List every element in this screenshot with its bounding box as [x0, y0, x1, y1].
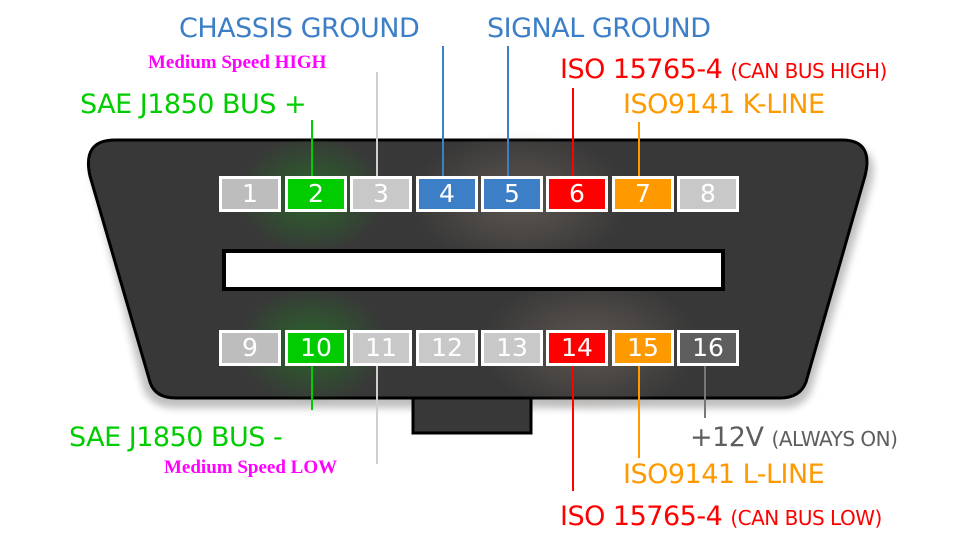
pin-1: 1 [219, 176, 281, 212]
label-sae-j1850-bus-minus: SAE J1850 BUS - [69, 422, 283, 453]
label-iso15765-low-main: ISO 15765-4 [560, 501, 723, 532]
line-pin-4 [442, 46, 444, 176]
pin-3: 3 [350, 176, 412, 212]
line-pin-15 [638, 366, 640, 458]
pin-8: 8 [677, 176, 739, 212]
line-pin-14 [572, 366, 574, 491]
line-pin-3 [376, 72, 378, 176]
line-pin-5 [507, 46, 509, 176]
label-plus12v-sub: (ALWAYS ON) [771, 427, 898, 451]
pin-14: 14 [546, 330, 608, 366]
line-pin-2 [311, 120, 313, 176]
label-plus12v-main: +12V [690, 422, 764, 453]
pin-11: 11 [350, 330, 412, 366]
label-iso15765-low-sub: (CAN BUS LOW) [730, 506, 882, 530]
pin-9: 9 [219, 330, 281, 366]
label-iso15765-high-main: ISO 15765-4 [560, 54, 723, 85]
pin-7: 7 [612, 176, 674, 212]
pin-2: 2 [285, 176, 347, 212]
label-iso9141-l-line: ISO9141 L-LINE [623, 459, 825, 490]
label-iso15765-high-sub: (CAN BUS HIGH) [730, 59, 887, 83]
label-iso15765-can-high: ISO 15765-4 (CAN BUS HIGH) [560, 56, 887, 83]
label-signal-ground: SIGNAL GROUND [487, 13, 711, 44]
label-chassis-ground: CHASSIS GROUND [179, 13, 420, 44]
pin-16: 16 [677, 330, 739, 366]
line-pin-6 [572, 88, 574, 176]
pin-12: 12 [416, 330, 478, 366]
pin-4: 4 [416, 176, 478, 212]
label-medium-speed-high: Medium Speed HIGH [148, 52, 327, 73]
label-iso9141-k-line: ISO9141 K-LINE [623, 89, 825, 120]
line-pin-11 [376, 366, 378, 464]
pin-6: 6 [546, 176, 608, 212]
line-pin-16 [704, 366, 706, 418]
label-iso15765-can-low: ISO 15765-4 (CAN BUS LOW) [560, 503, 882, 530]
pin-15: 15 [612, 330, 674, 366]
label-plus12v-always-on: +12V (ALWAYS ON) [690, 422, 898, 453]
pin-10: 10 [285, 330, 347, 366]
line-pin-10 [311, 366, 313, 410]
label-sae-j1850-bus-plus: SAE J1850 BUS + [80, 89, 307, 120]
pin-5: 5 [481, 176, 543, 212]
line-pin-7 [638, 122, 640, 176]
label-medium-speed-low: Medium Speed LOW [164, 457, 338, 478]
pin-13: 13 [481, 330, 543, 366]
